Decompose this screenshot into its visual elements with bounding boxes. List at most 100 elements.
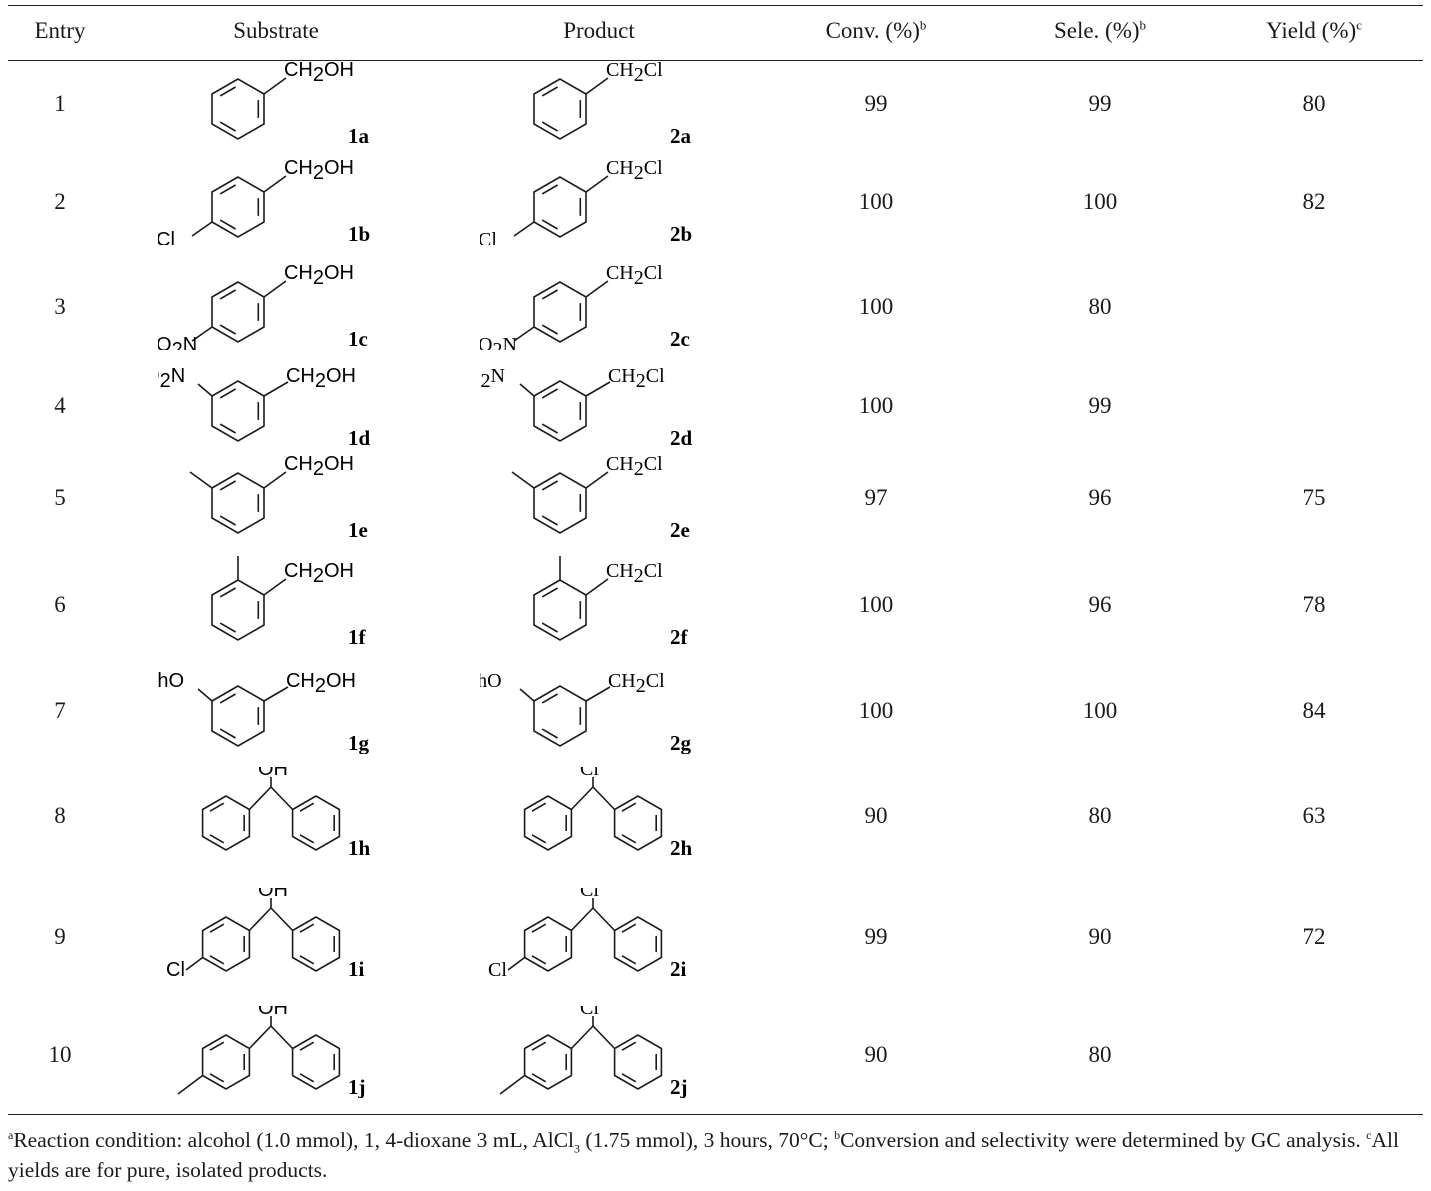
side-chain-bond: [585, 471, 609, 489]
aryl-ring-right: [613, 1034, 663, 1090]
yield-cell: 82: [1302, 189, 1326, 214]
bottom-rule: [8, 1114, 1423, 1115]
reaction-table: Entry Substrate Product Conv. (%)b Sele.…: [8, 0, 1423, 1191]
selectivity-cell: 90: [1088, 924, 1112, 949]
functional-group: CH2Cl: [606, 59, 663, 86]
compound-label: 2h: [670, 836, 693, 859]
compound-label: 2a: [670, 124, 692, 147]
aryl-ring-left: [523, 1034, 573, 1090]
header-yield: Yield (%)c: [1266, 17, 1362, 43]
side-chain-bond: [585, 175, 609, 193]
functional-group: OH: [258, 888, 288, 901]
aryl-ring-left: [201, 916, 251, 972]
selectivity-cell: 100: [1082, 698, 1118, 723]
product-cell: CH2Cl 2a: [480, 55, 720, 148]
compound-label: 1d: [348, 426, 371, 449]
compound-label: 1b: [348, 222, 370, 245]
product-structure: CH2Cl 2a: [533, 59, 692, 148]
conversion-cell: 100: [858, 698, 894, 723]
entry-cell: 2: [54, 189, 66, 214]
side-chain-bond: [263, 77, 287, 95]
benzene-ring: [533, 472, 587, 534]
substituent-bond: [197, 688, 213, 702]
functional-group: OH: [258, 1006, 288, 1019]
compound-label: 2c: [670, 327, 690, 350]
entry-cell: 3: [54, 294, 66, 319]
conversion-cell: 100: [858, 294, 894, 319]
entry-cell: 8: [54, 803, 66, 828]
compound-label: 1g: [348, 731, 370, 754]
compound-label: 2f: [670, 625, 689, 648]
compound-label: 2e: [670, 518, 690, 541]
methyl-bond: [499, 1074, 526, 1095]
benzene-ring: [533, 685, 587, 747]
compound-label: 1h: [348, 836, 371, 859]
aryl-ring-right: [613, 916, 663, 972]
product-structure: CH2ClPhO2g: [466, 670, 692, 755]
substrate-cell: CH2OHO2N1d: [144, 357, 398, 450]
header-selectivity: Sele. (%)b: [1053, 17, 1147, 43]
substituent-label: Cl: [488, 959, 507, 980]
yield-cell: 63: [1302, 803, 1326, 828]
aryl-ring-left: [201, 795, 251, 851]
substituent-bond: [513, 326, 535, 342]
side-chain-bond: [263, 175, 287, 193]
compound-label: 2g: [670, 731, 692, 754]
entry-cell: 10: [48, 1042, 72, 1067]
product-cell: CH2Cl 2f: [480, 554, 720, 649]
methine-bonds: [248, 777, 294, 811]
entry-cell: 9: [54, 924, 66, 949]
benzene-ring: [533, 281, 587, 343]
table-footnote: aReaction condition: alcohol (1.0 mmol),…: [8, 1127, 1399, 1182]
aryl-ring-right: [613, 795, 663, 851]
functional-group: CH2Cl: [608, 365, 665, 392]
methine-bonds: [570, 1016, 616, 1050]
compound-label: 1e: [348, 518, 368, 541]
substituent-label: Cl: [166, 959, 185, 980]
substrate-cell: OH 1h: [158, 758, 398, 860]
substituent-label: PhO: [158, 670, 184, 692]
substituent-bond: [191, 221, 213, 237]
functional-group: OH: [258, 767, 288, 780]
selectivity-cell: 100: [1082, 189, 1118, 214]
header-conversion: Conv. (%)b: [825, 17, 927, 43]
functional-group: CH2Cl: [608, 670, 665, 697]
benzene-ring: [211, 176, 265, 238]
functional-group: CH2Cl: [606, 560, 663, 587]
compound-label: 2j: [670, 1075, 688, 1098]
substituent-label: O2N: [480, 365, 505, 392]
substituent-bond: [191, 326, 213, 342]
product-cell: CH2ClPhO2g: [466, 662, 720, 755]
side-chain-bond: [585, 381, 611, 397]
entry-cell: 1: [54, 91, 66, 116]
conversion-cell: 97: [864, 485, 888, 510]
substituent-label: O2N: [158, 365, 185, 392]
benzene-ring: [211, 685, 265, 747]
substituent-bond: [507, 956, 526, 971]
substituent-bond: [519, 383, 535, 397]
benzene-ring: [211, 78, 265, 140]
methine-bonds: [248, 1016, 294, 1050]
entry-cell: 6: [54, 592, 66, 617]
side-chain-bond: [263, 381, 289, 397]
substituent-label: Cl: [158, 229, 175, 245]
conversion-cell: 100: [858, 189, 894, 214]
aryl-ring-right: [291, 1034, 341, 1090]
yield-cell: 80: [1302, 91, 1326, 116]
substrate-structure: CH2OHPhO1g: [144, 670, 370, 755]
side-chain-bond: [263, 686, 289, 702]
conversion-cell: 99: [864, 91, 888, 116]
